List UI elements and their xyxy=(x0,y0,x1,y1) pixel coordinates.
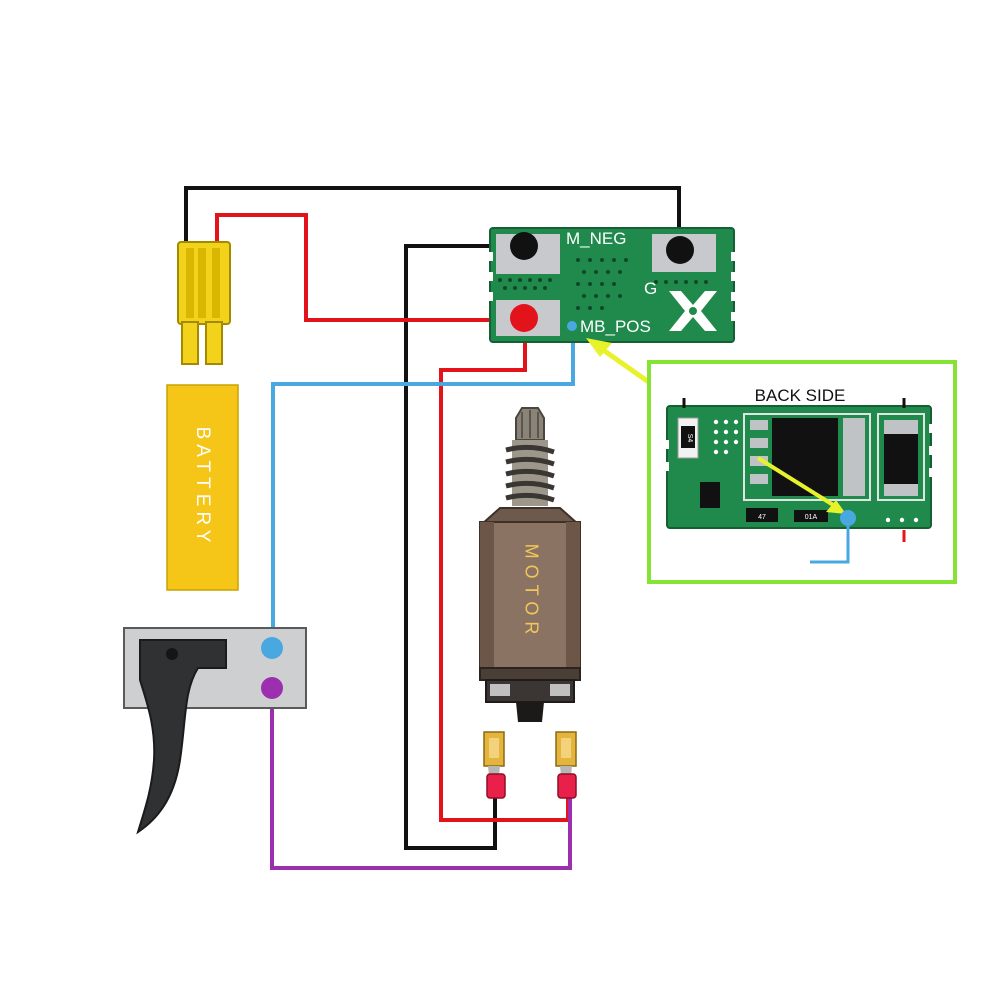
chip-mark-47: 47 xyxy=(758,514,766,521)
joint-mneg-left xyxy=(510,232,538,260)
joint-mneg-right xyxy=(666,236,694,264)
wire-blue-mbpos-to-trigger xyxy=(271,326,575,648)
mosfet-board: M_NEG G MB_POS xyxy=(488,227,736,343)
motor-spring xyxy=(505,440,555,506)
battery-body xyxy=(166,384,239,591)
joint-mb-pos xyxy=(567,321,577,331)
wires xyxy=(184,186,681,870)
trigger-icon xyxy=(136,639,227,835)
trigger-switch xyxy=(123,627,307,835)
joint-mb-plus xyxy=(510,304,538,332)
label-m-neg: M_NEG xyxy=(566,229,626,248)
chip-mark-s4: S4 xyxy=(686,434,693,443)
wire-red-battery-to-pcb xyxy=(215,213,520,322)
motor-terminal-left xyxy=(483,731,506,799)
back-side-inset: BACK SIDE S4 xyxy=(647,360,957,584)
battery-label: BATTERY xyxy=(192,427,213,548)
motor-terminal-right xyxy=(555,731,577,799)
label-g: G xyxy=(644,279,657,298)
inset-title: BACK SIDE xyxy=(755,386,846,405)
wire-purple-trigger-to-motor xyxy=(270,688,572,870)
switch-terminal-blue xyxy=(261,637,283,659)
battery: BATTERY xyxy=(166,384,239,591)
inset-mbpos-point xyxy=(840,510,856,526)
pcb-vias xyxy=(498,258,708,310)
wire-black-mneg-to-motor xyxy=(404,244,520,850)
battery-connector xyxy=(177,241,231,365)
switch-terminal-purple xyxy=(261,677,283,699)
pcb-logo-icon xyxy=(669,291,717,331)
wire-black-battery-to-mneg xyxy=(184,186,681,248)
label-mb-pos: MB_POS xyxy=(580,317,651,336)
chip-mark-01a: 01A xyxy=(805,514,818,521)
motor-label: MOTOR xyxy=(521,544,541,641)
motor: MOTOR xyxy=(479,407,581,722)
